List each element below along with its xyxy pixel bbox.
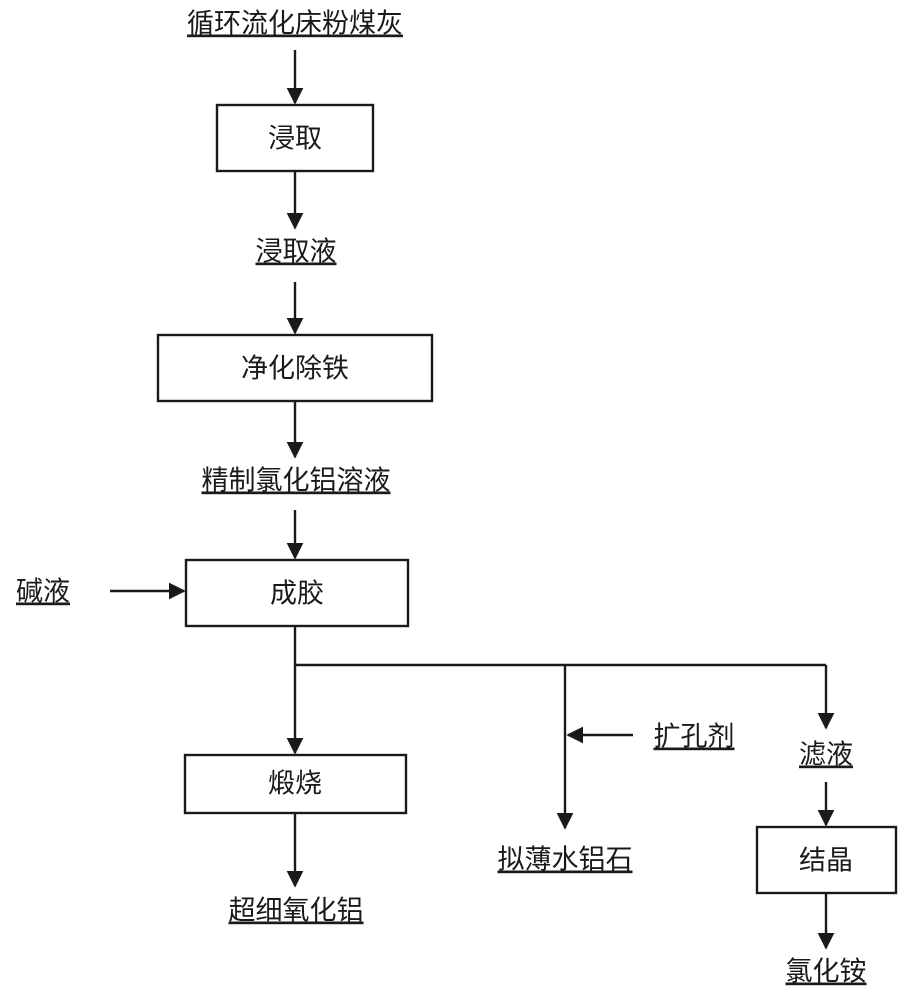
stream-label-ammonium-chloride: 氯化铵	[786, 957, 867, 988]
process-node-purification[interactable]: 净化除铁	[156, 333, 434, 403]
process-label-calcination: 煅烧	[268, 769, 322, 800]
process-node-crystallization[interactable]: 结晶	[755, 825, 898, 895]
process-label-leaching: 浸取	[268, 124, 322, 155]
process-label-gelation: 成胶	[270, 579, 324, 610]
stream-label-refined-solution: 精制氯化铝溶液	[202, 466, 391, 497]
process-node-calcination[interactable]: 煅烧	[183, 753, 408, 815]
process-box-calcination[interactable]	[183, 753, 408, 815]
stream-label-pseudo-boehmite: 拟薄水铝石	[498, 845, 633, 876]
process-node-leaching[interactable]: 浸取	[215, 103, 375, 173]
stream-label-pore-agent: 扩孔剂	[654, 722, 735, 753]
process-node-gelation[interactable]: 成胶	[184, 558, 410, 628]
process-label-purification: 净化除铁	[241, 354, 349, 385]
process-box-purification[interactable]	[156, 333, 434, 403]
process-box-crystallization[interactable]	[755, 825, 898, 895]
stream-label-filtrate: 滤液	[799, 740, 853, 771]
stream-label-feedstock: 循环流化床粉煤灰	[187, 9, 403, 40]
process-box-leaching[interactable]	[215, 103, 375, 173]
stream-label-alkali-solution: 碱液	[16, 577, 70, 608]
process-label-crystallization: 结晶	[799, 846, 853, 877]
process-box-gelation[interactable]	[184, 558, 410, 628]
stream-label-ultrafine-alumina: 超细氧化铝	[229, 896, 364, 927]
stream-label-leachate: 浸取液	[256, 237, 337, 268]
